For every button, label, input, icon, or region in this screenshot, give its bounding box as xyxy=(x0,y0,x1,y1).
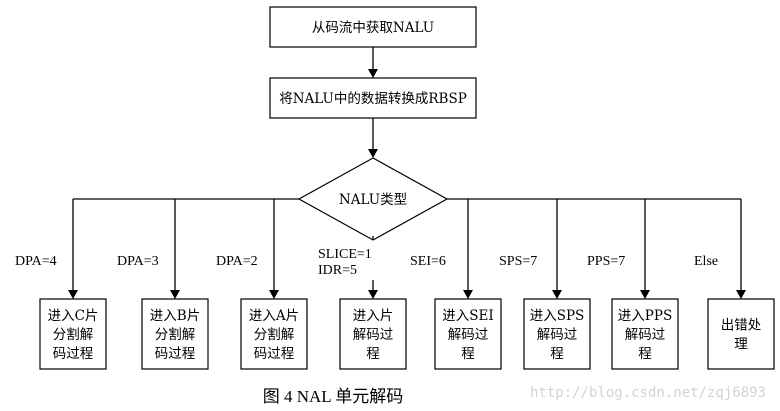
branch-arrowhead xyxy=(68,290,78,299)
process-box-text: 进入B片 xyxy=(150,308,200,324)
process-box-text: 解码过 xyxy=(353,327,394,343)
process-box xyxy=(523,298,591,370)
branch-label: SPS=7 xyxy=(499,254,537,269)
process-box-text: 进入SEI xyxy=(442,308,493,324)
branch-arrowhead xyxy=(170,290,180,299)
process-box-text: 进入A片 xyxy=(249,308,299,324)
process-box-text: 理 xyxy=(734,337,748,353)
process-box-text: 进入PPS xyxy=(618,308,672,324)
process-box xyxy=(240,298,308,370)
branch-arrowhead xyxy=(463,290,473,299)
process-box-text: 进入SPS xyxy=(530,308,585,324)
process-box-text: 程 xyxy=(366,346,380,362)
process-box xyxy=(611,298,679,370)
branch-arrowhead xyxy=(368,290,378,299)
process-box-text: 解码过 xyxy=(448,327,489,343)
branch-label: DPA=4 xyxy=(15,254,57,269)
process-box xyxy=(434,298,502,370)
get-nalu-box: 从码流中获取NALU xyxy=(269,6,477,48)
branch-label: IDR=5 xyxy=(318,263,357,278)
figure-caption: 图 4 NAL 单元解码 xyxy=(262,387,404,406)
process-box-text: 进入C片 xyxy=(48,308,99,324)
process-box-text: 程 xyxy=(461,346,475,362)
watermark: http://blog.csdn.net/zqj6893 xyxy=(529,385,766,401)
get-nalu-text: 从码流中获取NALU xyxy=(312,20,434,36)
decision-text: NALU类型 xyxy=(339,192,407,208)
process-box-text: 码过程 xyxy=(155,346,196,362)
process-box xyxy=(339,298,407,370)
branch-label: PPS=7 xyxy=(587,254,625,269)
convert-rbsp-box: 将NALU中的数据转换成RBSP xyxy=(269,77,477,119)
branch-arrowhead xyxy=(640,290,650,299)
process-box xyxy=(141,298,209,370)
arrowhead-2 xyxy=(368,149,378,158)
process-box-text: 出错处 xyxy=(721,318,762,334)
branch-label: SLICE=1 xyxy=(318,247,372,262)
arrowhead-1 xyxy=(368,69,378,78)
process-box-text: 分割解 xyxy=(53,326,94,343)
branch-arrowhead xyxy=(269,290,279,299)
branch-arrowhead xyxy=(552,290,562,299)
process-box-text: 解码过 xyxy=(625,327,666,343)
branch-label: DPA=3 xyxy=(117,254,159,269)
process-box-text: 码过程 xyxy=(254,346,295,362)
process-box-text: 程 xyxy=(638,346,652,362)
process-box-text: 解码过 xyxy=(537,327,578,343)
convert-rbsp-text: 将NALU中的数据转换成RBSP xyxy=(279,91,467,107)
process-box-text: 进入片 xyxy=(353,308,394,324)
process-box-text: 程 xyxy=(550,346,564,362)
process-box-text: 分割解 xyxy=(155,326,196,343)
branch-label: SEI=6 xyxy=(410,254,446,269)
process-box xyxy=(707,298,775,370)
process-box-text: 分割解 xyxy=(254,326,295,343)
process-box xyxy=(39,298,107,370)
branch-label: Else xyxy=(694,254,718,269)
branch-label: DPA=2 xyxy=(216,254,258,269)
branch-arrowhead xyxy=(736,290,746,299)
process-box-text: 码过程 xyxy=(53,346,94,362)
